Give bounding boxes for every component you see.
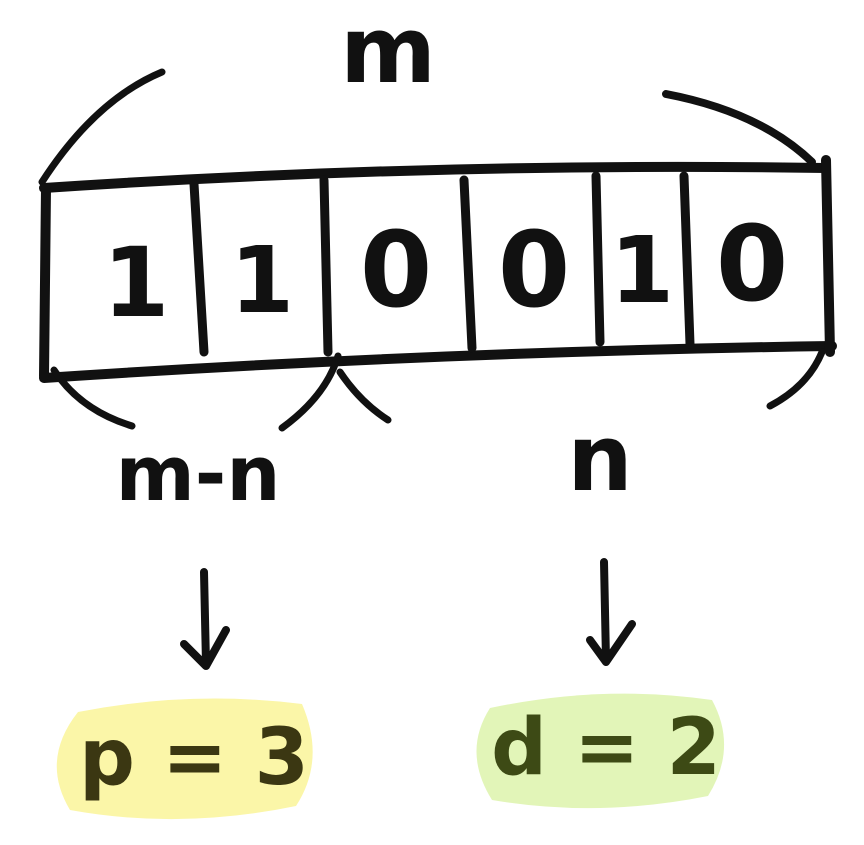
bit-strip (39, 155, 837, 383)
strip-bottom-edge (39, 341, 837, 383)
result-highlight-left (56, 698, 313, 820)
cell-divider (459, 175, 477, 353)
top-brace-right-arm (662, 90, 816, 166)
bit-cell: 0 (360, 209, 432, 331)
result-right: d = 2 (491, 703, 721, 793)
down-arrow-icon (180, 568, 230, 670)
result-highlight-right (476, 693, 725, 809)
cell-divider (591, 171, 605, 347)
top-brace-left-arm (38, 68, 166, 186)
cell-divider (679, 171, 695, 349)
bit-cell: 1 (230, 227, 294, 334)
down-arrow-icon (586, 558, 636, 666)
left-brace (278, 352, 342, 432)
result-left: p = 3 (79, 713, 309, 803)
label-m-minus-n: m-n (116, 429, 281, 518)
cell-divider (189, 179, 209, 357)
bit-cell: 1 (610, 217, 674, 324)
top-label-m: m (340, 0, 436, 104)
bit-cell: 0 (716, 203, 788, 325)
right-brace (336, 368, 392, 424)
label-n: n (567, 405, 633, 512)
strip-left-edge (39, 183, 51, 381)
strip-right-edge (821, 155, 835, 357)
strip-top-edge (39, 161, 831, 193)
cell-divider (319, 175, 333, 357)
bit-cell: 1 (103, 227, 170, 339)
left-brace (50, 366, 136, 430)
bit-cell: 0 (498, 209, 570, 331)
right-brace (766, 348, 826, 410)
